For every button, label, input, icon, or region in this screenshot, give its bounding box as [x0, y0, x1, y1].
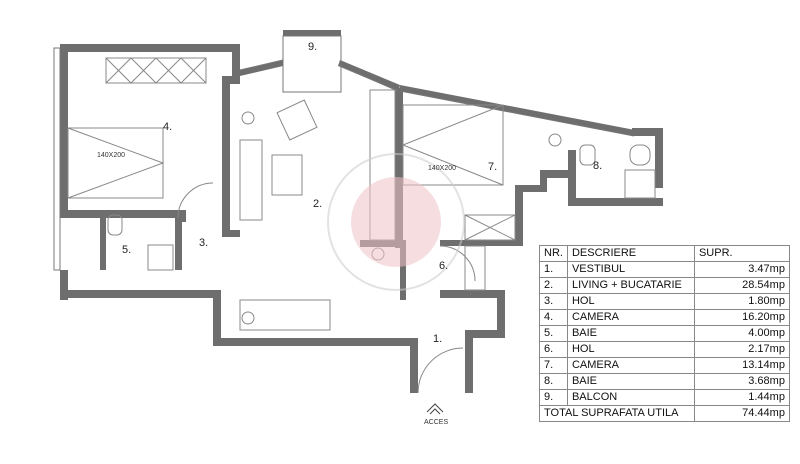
cell-desc: BALCON — [566, 389, 695, 406]
header-area: SUPR. — [693, 245, 790, 262]
cell-nr: 6. — [539, 341, 568, 358]
cell-area: 3.47mp — [693, 261, 790, 278]
cell-desc: HOL — [566, 341, 695, 358]
cell-area: 2.17mp — [693, 341, 790, 358]
room-label-6: 6. — [439, 260, 448, 272]
cell-area: 1.44mp — [693, 389, 790, 406]
cell-area: 28.54mp — [693, 277, 790, 294]
table-header: NR. DESCRIERE SUPR. — [539, 245, 790, 262]
room-label-9: 9. — [308, 41, 317, 53]
header-desc: DESCRIERE — [566, 245, 695, 262]
cell-nr: 4. — [539, 309, 568, 326]
cell-area: 3.68mp — [693, 373, 790, 390]
header-nr: NR. — [539, 245, 568, 262]
room-label-3: 3. — [199, 237, 208, 249]
room-label-2: 2. — [313, 198, 322, 210]
room-label-1: 1. — [433, 333, 442, 345]
room-label-4: 4. — [163, 121, 172, 133]
cell-desc: LIVING + BUCATARIE — [566, 277, 695, 294]
cell-area: 1.80mp — [693, 293, 790, 310]
room-label-5: 5. — [122, 244, 131, 256]
cell-area: 4.00mp — [693, 325, 790, 342]
watermark — [327, 153, 465, 291]
entrance-arrow-icon — [426, 403, 444, 415]
room-label-8: 8. — [593, 160, 602, 172]
cell-nr: 3. — [539, 293, 568, 310]
windows — [53, 35, 635, 271]
cell-nr: 7. — [539, 357, 568, 374]
cell-desc: CAMERA — [566, 357, 695, 374]
total-label: TOTAL SUPRAFATA UTILA — [539, 405, 695, 422]
cell-desc: HOL — [566, 293, 695, 310]
cell-area: 16.20mp — [693, 309, 790, 326]
room-labels: 4. 140X200 2. 9. 140X200 7. 8. 5. 3. 6. … — [97, 41, 602, 426]
bed-size-label: 140X200 — [97, 152, 125, 159]
bed-1 — [67, 127, 164, 199]
bed-2 — [402, 104, 504, 186]
cell-desc: BAIE — [566, 373, 695, 390]
total-area: 74.44mp — [693, 405, 790, 422]
entrance-label: ACCES — [424, 419, 448, 426]
room-label-7: 7. — [488, 161, 497, 173]
cell-nr: 9. — [539, 389, 568, 406]
cell-nr: 1. — [539, 261, 568, 278]
cell-nr: 2. — [539, 277, 568, 294]
cell-desc: CAMERA — [566, 309, 695, 326]
cell-desc: VESTIBUL — [566, 261, 695, 278]
cell-area: 13.14mp — [693, 357, 790, 374]
cell-desc: BAIE — [566, 325, 695, 342]
cell-nr: 5. — [539, 325, 568, 342]
cell-nr: 8. — [539, 373, 568, 390]
walls — [60, 30, 663, 393]
bed-size-label: 140X200 — [428, 165, 456, 172]
